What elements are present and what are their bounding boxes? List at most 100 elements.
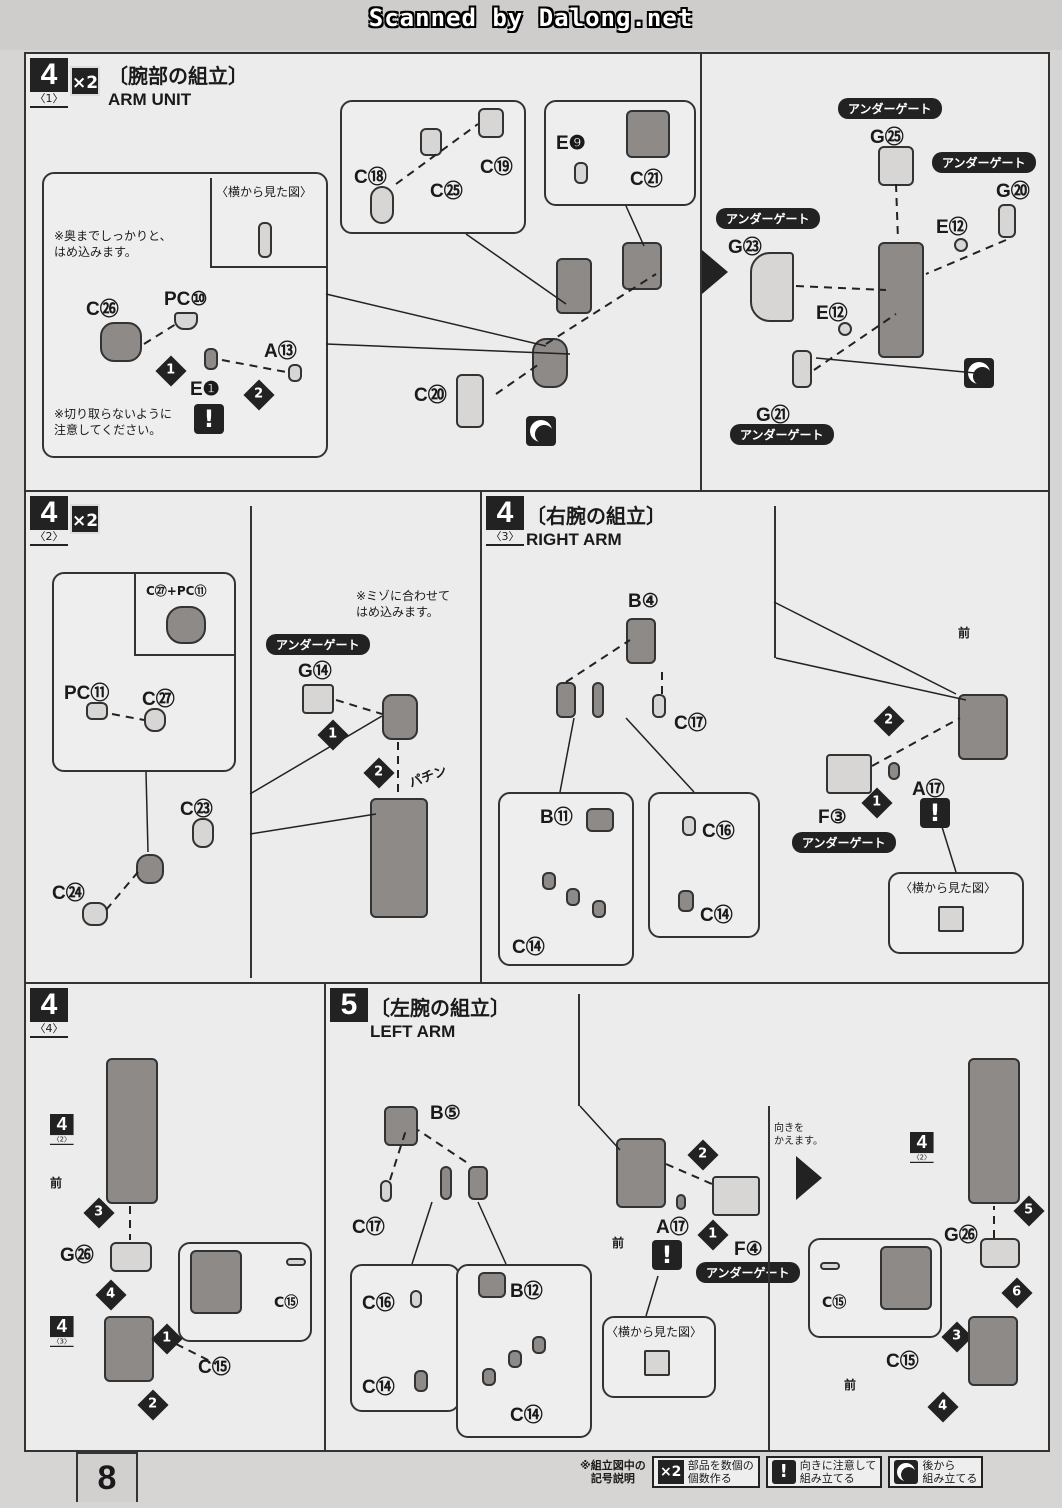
callout-inner-box bbox=[134, 572, 236, 656]
part-label-c14b: C⑭ bbox=[700, 905, 733, 926]
part-c14-shape bbox=[678, 890, 694, 912]
part-finger-seg-3 bbox=[592, 900, 606, 918]
symbol-legend: ※組立図中の 記号説明 ×2 部品を数個の 個数作る ! 向きに注意して 組み立… bbox=[580, 1452, 984, 1492]
part-hand-right bbox=[104, 1316, 154, 1382]
front-label: 前 bbox=[958, 626, 971, 640]
part-label-e1: E❶ bbox=[190, 379, 220, 400]
under-gate-tag-g25: アンダーゲート bbox=[838, 98, 942, 119]
instruction-sheet: 4 〈1〉 ×2 〔腕部の組立〕 ARM UNIT 〈横から見た図〉 ※奥までし… bbox=[24, 52, 1050, 1452]
callout-inner-divider-h bbox=[210, 266, 326, 268]
step-4-1-title-en: ARM UNIT bbox=[108, 90, 192, 109]
part-e12-shape-b bbox=[838, 322, 852, 336]
part-label-c24: C㉔ bbox=[52, 883, 85, 904]
substep-label: 〈4〉 bbox=[30, 1022, 68, 1038]
legend-back: 後から 組み立てる bbox=[888, 1456, 984, 1488]
part-label-g25: G㉕ bbox=[870, 127, 904, 148]
part-f3-shape bbox=[826, 754, 872, 794]
part-c14-shape-5 bbox=[414, 1370, 428, 1392]
part-f4-shape bbox=[712, 1176, 760, 1216]
part-label-c16: C⑯ bbox=[702, 821, 735, 842]
part-g26-shape bbox=[110, 1242, 152, 1272]
step-4-1-badge: 4 〈1〉 bbox=[30, 58, 68, 108]
part-c15-shape bbox=[286, 1258, 306, 1266]
part-finger-seg-5b bbox=[508, 1350, 522, 1368]
part-c25-shape bbox=[420, 128, 442, 156]
part-label-c26: C㉖ bbox=[86, 299, 119, 320]
part-label-c20: C⑳ bbox=[414, 385, 447, 406]
part-label-c18: C⑱ bbox=[354, 167, 387, 188]
part-label-pc10: PC⑩ bbox=[164, 289, 208, 310]
note-groove: ※ミゾに合わせて はめ込みます。 bbox=[356, 589, 451, 619]
part-c17-shape-5 bbox=[380, 1180, 392, 1202]
part-b4-shape bbox=[626, 618, 656, 664]
back-assembly-icon bbox=[526, 416, 556, 446]
side-view-shape bbox=[938, 906, 964, 932]
callout-b12 bbox=[456, 1264, 592, 1438]
part-label-pc11: PC⑪ bbox=[64, 683, 110, 704]
callout-inner-divider bbox=[210, 178, 212, 266]
part-c26-shape bbox=[100, 322, 142, 362]
part-c23-shape bbox=[192, 818, 214, 848]
part-hand-left-final bbox=[968, 1316, 1018, 1386]
under-gate-tag-f3: アンダーゲート bbox=[792, 832, 896, 853]
callout-e9-c21 bbox=[544, 100, 696, 206]
part-label-c17-5: C⑰ bbox=[352, 1217, 385, 1238]
ref-step-4-2-5: 4 〈2〉 bbox=[910, 1132, 934, 1163]
part-label-c15-5b: C⑮ bbox=[822, 1295, 847, 1311]
under-gate-tag-g21: アンダーゲート bbox=[730, 424, 834, 445]
legend-heading: ※組立図中の 記号説明 bbox=[580, 1459, 646, 1485]
divider-4-2-inner bbox=[250, 506, 252, 978]
legend-back-text: 後から 組み立てる bbox=[922, 1459, 978, 1485]
part-b12-shape bbox=[478, 1272, 506, 1298]
part-c18-shape bbox=[370, 186, 394, 224]
panel-step4-3 bbox=[482, 492, 1048, 984]
legend-warning: ! 向きに注意して 組み立てる bbox=[765, 1456, 883, 1488]
side-view-label: 〈横から見た図〉 bbox=[216, 185, 313, 199]
part-label-c27-pc11: C㉗+PC⑪ bbox=[146, 584, 207, 598]
warning-icon: ! bbox=[652, 1240, 682, 1270]
part-g21-shape bbox=[792, 350, 812, 388]
warning-icon: ! bbox=[920, 798, 950, 828]
part-label-c14a: C⑭ bbox=[512, 937, 545, 958]
side-view-label-5: 〈横から見た図〉 bbox=[606, 1325, 703, 1339]
substep-label: 〈3〉 bbox=[486, 530, 524, 546]
under-gate-tag-g23: アンダーゲート bbox=[716, 208, 820, 229]
panel-step4-4 bbox=[26, 984, 326, 1450]
part-forearm-assembly bbox=[878, 242, 924, 358]
part-g25-shape bbox=[878, 146, 914, 186]
part-g20-shape bbox=[998, 204, 1016, 238]
part-finger-5a bbox=[440, 1166, 452, 1200]
part-label-e12a: E⑫ bbox=[936, 217, 968, 238]
part-finger-5b bbox=[468, 1166, 488, 1200]
ref-step-number: 4 bbox=[50, 1316, 74, 1338]
step-5-title-jp: 〔左腕の組立〕 bbox=[370, 996, 510, 1020]
part-g23-shape bbox=[750, 252, 794, 322]
step-number: 4 bbox=[486, 496, 524, 530]
under-gate-tag-g14: アンダーゲート bbox=[266, 634, 370, 655]
part-label-g14: G⑭ bbox=[298, 661, 332, 682]
part-finger-seg-2 bbox=[566, 888, 580, 906]
part-b11-shape bbox=[586, 808, 614, 832]
warning-icon: ! bbox=[194, 404, 224, 434]
step-5-badge: 5 bbox=[330, 988, 368, 1022]
ref-step-4-2: 4 〈2〉 bbox=[50, 1114, 74, 1145]
under-gate-tag-f4: アンダーゲート bbox=[696, 1262, 800, 1283]
part-label-b12: B⑫ bbox=[510, 1281, 543, 1302]
part-label-g26: G㉖ bbox=[60, 1245, 94, 1266]
part-fist-shape-5 bbox=[880, 1246, 932, 1310]
small-part-side bbox=[258, 222, 272, 258]
step-4-2-badge: 4 〈2〉 bbox=[30, 496, 68, 546]
part-label-b11: B⑪ bbox=[540, 807, 573, 828]
step-number: 4 bbox=[30, 988, 68, 1022]
part-c19-shape bbox=[478, 108, 504, 138]
divider-5-right bbox=[768, 1106, 770, 1450]
legend-multiply-text: 部品を数個の 個数作る bbox=[687, 1459, 754, 1485]
part-g14-shape bbox=[302, 684, 334, 714]
part-a17-shape-5 bbox=[676, 1194, 686, 1210]
part-a13-shape bbox=[288, 364, 302, 382]
part-label-c23: C㉓ bbox=[180, 799, 213, 820]
rotate-note: 向きを かえます。 bbox=[774, 1123, 823, 1147]
ref-step-4-3: 4 〈3〉 bbox=[50, 1316, 74, 1347]
next-step-arrow bbox=[702, 250, 728, 294]
part-c21-shape bbox=[626, 110, 670, 158]
